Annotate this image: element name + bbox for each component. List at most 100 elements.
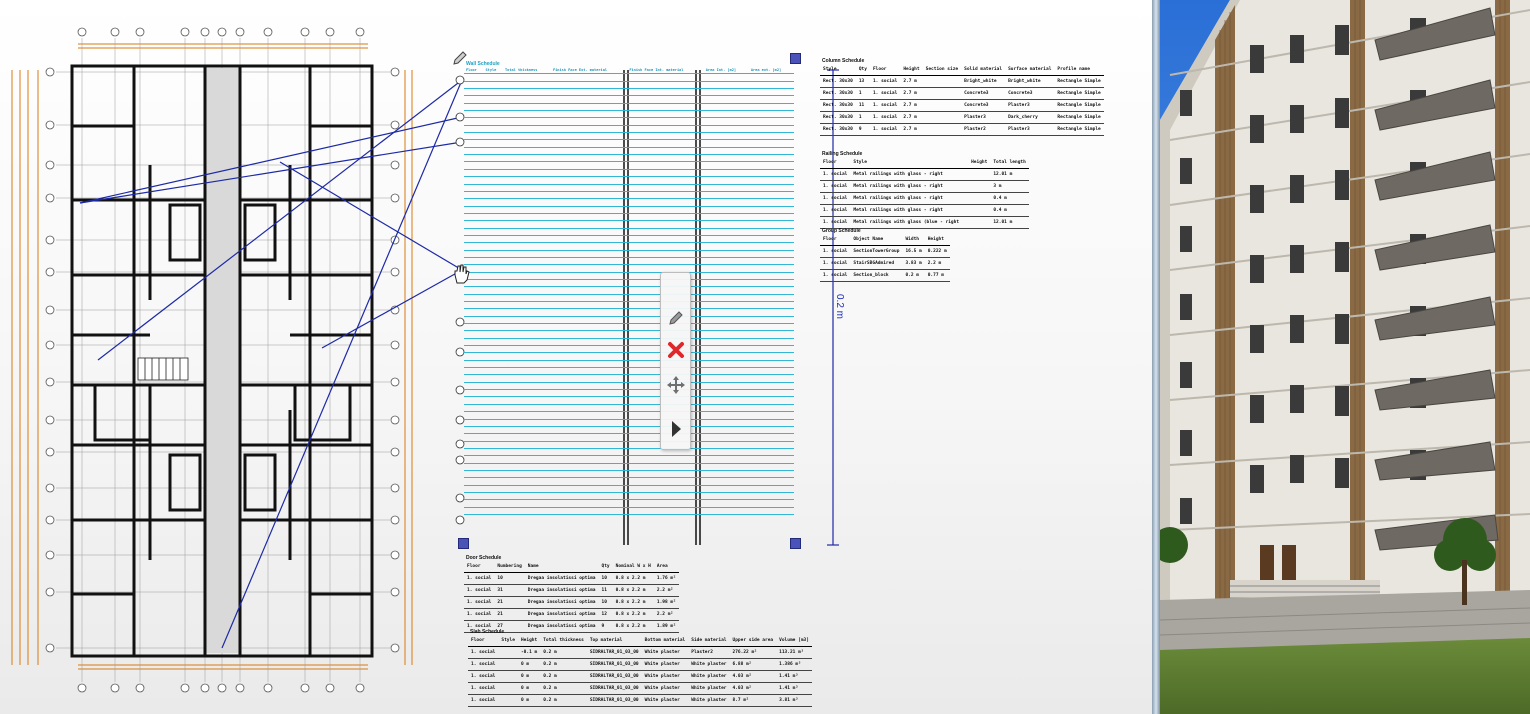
wall-table-row[interactable] xyxy=(464,367,794,376)
wall-table-row[interactable] xyxy=(464,235,794,244)
wall-table-row[interactable] xyxy=(464,323,794,332)
wall-table-row[interactable] xyxy=(464,499,794,508)
wall-table-row[interactable] xyxy=(464,213,794,222)
wall-table-row[interactable] xyxy=(464,441,794,449)
wall-table-row[interactable] xyxy=(464,176,794,185)
wall-table-row[interactable] xyxy=(464,242,794,251)
wall-table-row[interactable] xyxy=(464,448,794,457)
wall-table-row[interactable] xyxy=(464,73,794,82)
wall-table-row[interactable] xyxy=(464,132,794,141)
wall-table-row[interactable] xyxy=(464,308,794,317)
wall-table-row[interactable] xyxy=(464,485,794,493)
wall-table-row[interactable] xyxy=(464,404,794,413)
wall-table-row[interactable] xyxy=(464,455,794,464)
render-3d-view[interactable] xyxy=(1160,0,1530,714)
wall-table-row[interactable] xyxy=(464,382,794,391)
wall-table-row[interactable] xyxy=(464,477,794,486)
wall-table-row[interactable] xyxy=(464,301,794,310)
wall-table-row[interactable] xyxy=(464,220,794,229)
wall-table-row[interactable] xyxy=(464,198,794,207)
wall-table-row[interactable] xyxy=(464,470,794,479)
wall-cell xyxy=(503,81,551,90)
wall-table-row[interactable] xyxy=(464,169,794,178)
wall-table-row[interactable] xyxy=(464,433,794,442)
wall-table-row[interactable] xyxy=(464,103,794,112)
wall-table-row[interactable] xyxy=(464,316,794,325)
wall-table-row[interactable] xyxy=(464,95,794,104)
wall-table-row[interactable] xyxy=(464,419,794,427)
wall-table-row[interactable] xyxy=(464,81,794,90)
wall-table-row[interactable] xyxy=(464,228,794,236)
wall-table-row[interactable] xyxy=(464,507,794,515)
wall-table-row[interactable] xyxy=(464,184,794,192)
wall-table-row[interactable] xyxy=(464,161,794,170)
move-arrows-icon[interactable] xyxy=(665,374,687,396)
selection-handle-bottom-left[interactable] xyxy=(458,538,469,549)
wall-table-row[interactable] xyxy=(464,360,794,369)
wall-table-row[interactable] xyxy=(464,264,794,273)
pencil-icon[interactable] xyxy=(665,307,687,329)
wall-table-row[interactable] xyxy=(464,330,794,339)
wall-table-row[interactable] xyxy=(464,294,794,303)
wall-table-row[interactable] xyxy=(464,191,794,200)
panel-splitter[interactable] xyxy=(1152,0,1160,714)
wall-table-row[interactable] xyxy=(464,389,794,398)
wall-table-row[interactable] xyxy=(464,110,794,119)
red-x-icon[interactable] xyxy=(665,339,687,361)
wall-table-row[interactable] xyxy=(464,147,794,156)
wall-table-row[interactable] xyxy=(464,463,794,471)
wall-table-row[interactable] xyxy=(464,257,794,266)
wall-table-row[interactable] xyxy=(464,411,794,420)
wall-table-row[interactable] xyxy=(464,88,794,97)
wall-table-row[interactable] xyxy=(464,426,794,435)
selection-handle-top-right[interactable] xyxy=(790,53,801,64)
wall-table-row[interactable] xyxy=(464,139,794,148)
wall-table-row[interactable] xyxy=(464,154,794,163)
wall-table-row[interactable] xyxy=(464,492,794,501)
wall-table-row[interactable] xyxy=(464,206,794,214)
wall-table-row[interactable] xyxy=(464,338,794,347)
selection-handle-bottom-right[interactable] xyxy=(790,538,801,549)
wall-table-row[interactable] xyxy=(464,374,794,383)
play-triangle-icon[interactable] xyxy=(665,418,687,440)
wall-table-row[interactable] xyxy=(464,286,794,295)
wall-table-row[interactable] xyxy=(464,352,794,361)
wall-table-row[interactable] xyxy=(464,117,794,126)
wall-table-row[interactable] xyxy=(464,125,794,134)
wall-table-row[interactable] xyxy=(464,279,794,288)
wall-table-row[interactable] xyxy=(464,272,794,280)
wall-table-row[interactable] xyxy=(464,250,794,258)
wall-table-row[interactable] xyxy=(464,345,794,354)
wall-table-row[interactable] xyxy=(464,396,794,405)
